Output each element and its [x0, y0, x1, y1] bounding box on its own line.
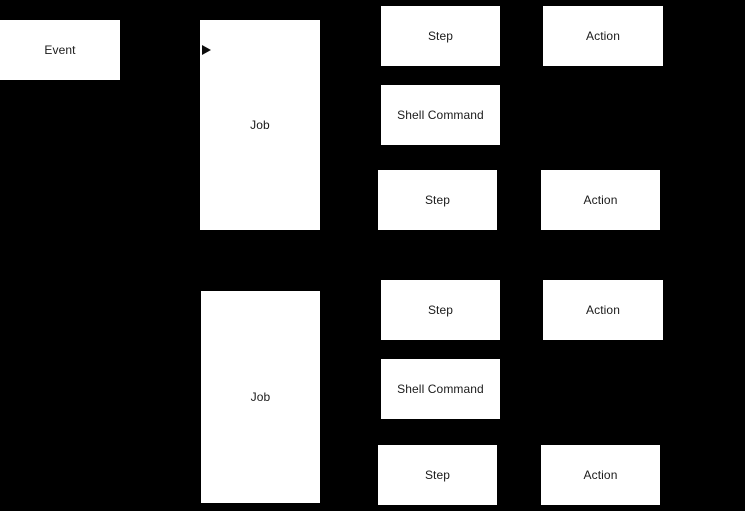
node-job-2-label: Job — [250, 389, 271, 404]
node-action-1[interactable]: Action — [543, 6, 663, 66]
node-action-1-label: Action — [586, 28, 620, 43]
node-step-2[interactable]: Step — [378, 170, 497, 230]
node-shell-command-2-label: Shell Command — [397, 381, 484, 396]
node-shell-command-2[interactable]: Shell Command — [381, 359, 500, 419]
node-action-3-label: Action — [586, 302, 620, 317]
node-job-1-label: Job — [250, 117, 270, 132]
node-action-3[interactable]: Action — [543, 280, 663, 340]
node-shell-command-1[interactable]: Shell Command — [381, 85, 500, 145]
node-action-2[interactable]: Action — [541, 170, 660, 230]
node-action-4-label: Action — [583, 467, 618, 482]
node-step-3-label: Step — [427, 302, 454, 317]
node-step-1-label: Step — [427, 28, 454, 43]
node-event[interactable]: Event — [0, 20, 120, 80]
node-action-2-label: Action — [583, 192, 618, 207]
node-step-1[interactable]: Step — [381, 6, 500, 66]
node-action-4[interactable]: Action — [541, 445, 660, 505]
arrow-event-to-job-icon — [202, 45, 211, 55]
node-shell-command-1-label: Shell Command — [397, 107, 484, 122]
node-step-2-label: Step — [424, 192, 451, 207]
node-job-1[interactable]: Job — [200, 20, 320, 230]
node-job-2[interactable]: Job — [201, 291, 320, 503]
node-step-4[interactable]: Step — [378, 445, 497, 505]
node-step-3[interactable]: Step — [381, 280, 500, 340]
node-event-label: Event — [44, 42, 76, 57]
node-step-4-label: Step — [424, 467, 451, 482]
